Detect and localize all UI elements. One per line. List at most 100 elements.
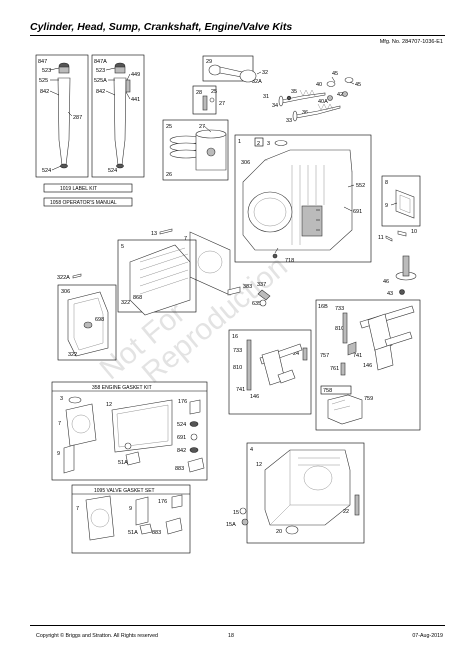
piston-pin-boss xyxy=(206,147,216,157)
spark-plug-nut xyxy=(259,299,267,307)
group-box-4 xyxy=(246,442,365,544)
gasket-176 xyxy=(171,494,183,509)
engine-gasket-kit: 358 ENGINE GASKET KIT 3 7 12 176 524 691… xyxy=(51,381,208,481)
callout-741: 741 xyxy=(236,387,245,393)
dipstick-cap-body xyxy=(114,66,126,74)
sump-bolt-22 xyxy=(354,494,360,516)
callout-635: 635 xyxy=(252,301,261,307)
crank-bolt xyxy=(342,312,348,344)
crank-pin-761 xyxy=(340,362,346,376)
callout-29: 29 xyxy=(206,59,212,65)
callout-810: 810 xyxy=(233,365,242,371)
governor-shaft xyxy=(402,255,410,277)
box-2 xyxy=(254,137,264,147)
callout-176: 176 xyxy=(178,399,187,405)
gasket-176 xyxy=(189,399,201,415)
callout-26: 26 xyxy=(166,172,172,178)
manual-box xyxy=(43,197,133,207)
callout-306: 306 xyxy=(61,289,70,295)
connecting-rod-group: 29 32 32A xyxy=(202,55,268,85)
callout-176: 176 xyxy=(158,499,167,505)
callout-12: 12 xyxy=(256,462,262,468)
callout-733: 733 xyxy=(335,306,344,312)
callout-883: 883 xyxy=(152,530,161,536)
dipstick-tube-847: 847 523 525 842 287 524 xyxy=(35,54,89,178)
exhaust-valve-head xyxy=(292,110,298,122)
tube-seal xyxy=(60,163,68,169)
callout-449: 449 xyxy=(131,72,140,78)
rocker-nut xyxy=(327,95,333,101)
callout-146: 146 xyxy=(363,363,372,369)
group-box-25 xyxy=(162,119,229,181)
pin-clip xyxy=(209,97,215,103)
rocker-arm xyxy=(344,77,354,83)
piston-pin xyxy=(202,95,208,111)
valve-seal xyxy=(286,95,292,101)
valve-gasket-set-box xyxy=(71,484,191,554)
callout-24: 24 xyxy=(293,351,299,357)
label-kit-text: 1019 LABEL KIT xyxy=(60,186,97,192)
callout-552: 552 xyxy=(356,183,365,189)
gasket-883 xyxy=(187,457,205,473)
callout-842: 842 xyxy=(177,448,186,454)
callout-42: 42 xyxy=(337,92,343,98)
callout-45: 45 xyxy=(332,71,338,77)
callout-27: 27 xyxy=(199,124,205,130)
callout-7: 7 xyxy=(76,506,79,512)
callout-9: 9 xyxy=(57,451,60,457)
callout-15a: 15A xyxy=(226,522,236,528)
cooling-fins xyxy=(291,165,325,245)
rocker-arm xyxy=(326,81,336,87)
footer-rule xyxy=(30,625,445,626)
callout-842: 842 xyxy=(40,89,49,95)
callout-32a: 32A xyxy=(252,79,262,85)
callout-46: 46 xyxy=(383,279,389,285)
label-kit-box xyxy=(43,183,133,193)
callout-32: 32 xyxy=(262,70,268,76)
breather-gasket-inner xyxy=(399,194,411,214)
callout-524: 524 xyxy=(177,422,186,428)
gasket-51a xyxy=(139,523,153,535)
callout-25: 25 xyxy=(211,89,217,95)
head-gasket xyxy=(65,403,97,447)
callout-33: 33 xyxy=(286,118,292,124)
cylinder-head-group: 13 7 5 868 322 383 337 635 xyxy=(117,228,271,316)
callout-40a: 40A xyxy=(318,99,328,105)
cylinder-block-group: 1 2 3 306 552 691 871 869 870 307 718 xyxy=(234,134,372,264)
seal-3 xyxy=(274,140,288,146)
group-box-306 xyxy=(57,284,117,361)
callout-13: 13 xyxy=(151,231,157,237)
callout-35: 35 xyxy=(291,89,297,95)
sump-edges xyxy=(269,450,350,526)
crank-bolt xyxy=(246,339,252,391)
callout-523: 523 xyxy=(96,68,105,74)
group-box-5 xyxy=(117,239,197,313)
callout-322: 322 xyxy=(121,300,130,306)
callout-2: 2 xyxy=(257,141,260,147)
group-box-8 xyxy=(381,175,421,227)
crank-journal xyxy=(277,369,296,384)
callout-759: 759 xyxy=(364,396,373,402)
head-gasket-bore xyxy=(197,250,223,274)
callout-441: 441 xyxy=(131,97,140,103)
callout-11: 11 xyxy=(378,235,384,241)
sump-group: 4 12 15 15A 20 22 xyxy=(226,442,365,544)
crankshaft-16b-group: 16B 733 810 757 741 146 761 758 759 xyxy=(315,299,421,431)
rod-big-end xyxy=(239,69,257,83)
valve-cover-group: 322A 306 698 322 xyxy=(57,273,117,361)
seal-842 xyxy=(189,447,199,453)
gasket-883 xyxy=(165,517,183,535)
callout-4: 4 xyxy=(250,447,253,453)
callout-525: 525 xyxy=(39,78,48,84)
governor-gear-group: 46 43 xyxy=(383,255,417,297)
breather-group: 8 9 10 11 xyxy=(378,175,421,242)
spark-plug-stud xyxy=(227,286,241,296)
crankshaft-16-group: 16 733 24 810 741 146 xyxy=(228,329,312,415)
piston-pin-group: 28 25 27 xyxy=(192,85,225,115)
callout-698: 698 xyxy=(95,317,104,323)
callout-758: 758 xyxy=(323,388,332,394)
callout-883: 883 xyxy=(175,466,184,472)
gasket-9 xyxy=(63,444,75,474)
valve-spring-intake xyxy=(299,89,316,97)
